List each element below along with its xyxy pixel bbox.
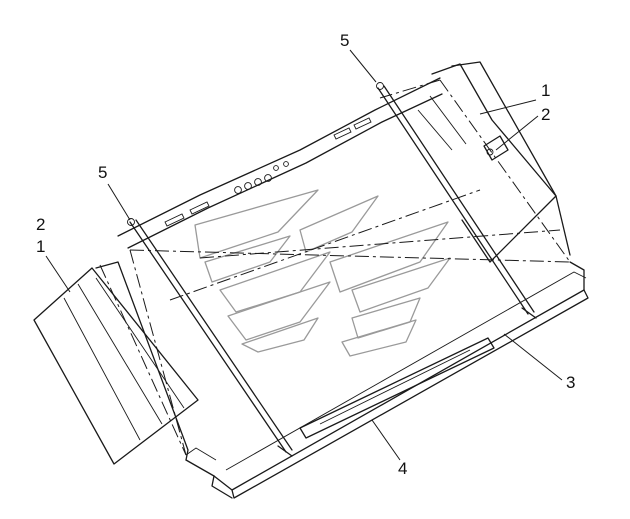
- svg-text:3: 3: [566, 373, 575, 392]
- callout-4: 4: [371, 419, 407, 478]
- strut-right: [376, 82, 537, 319]
- left-panel: [33, 267, 199, 465]
- callout-2-right: 2: [495, 105, 550, 151]
- watermark-logo: [194, 189, 451, 357]
- callout-1-left: 1: [36, 237, 71, 293]
- callout-2-left: 2: [36, 215, 45, 234]
- svg-text:5: 5: [98, 163, 107, 182]
- bucket-body: [95, 63, 589, 499]
- svg-text:2: 2: [541, 105, 550, 124]
- callout-1-right: 1: [479, 81, 550, 115]
- strut-left: [127, 218, 293, 457]
- svg-text:4: 4: [398, 459, 407, 478]
- callout-5-top: 5: [340, 31, 377, 83]
- svg-text:2: 2: [36, 215, 45, 234]
- right-panel: [417, 61, 557, 263]
- callout-3: 3: [503, 333, 575, 392]
- svg-text:1: 1: [36, 237, 45, 256]
- svg-text:1: 1: [541, 81, 550, 100]
- callout-5-left: 5: [98, 163, 131, 221]
- svg-text:5: 5: [340, 31, 349, 50]
